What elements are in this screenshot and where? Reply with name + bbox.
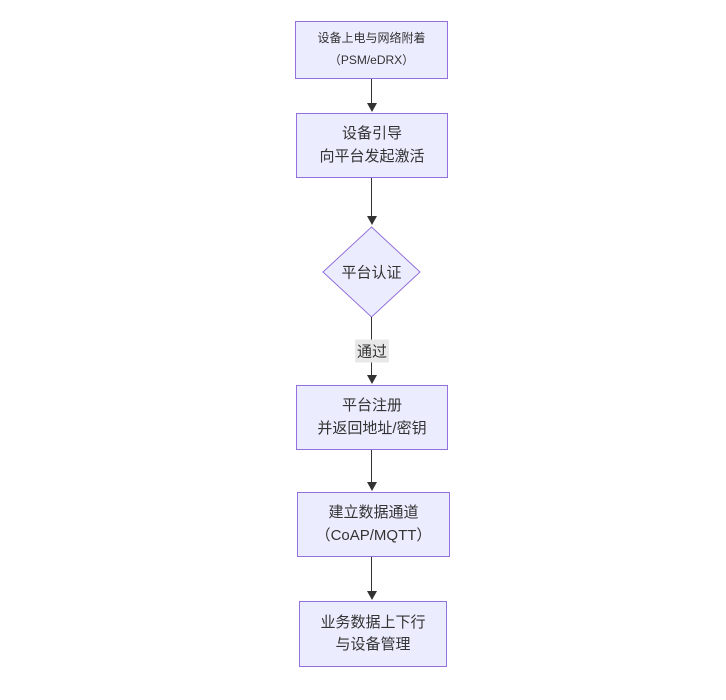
node-power-attach-line1: 设备上电与网络附着 <box>317 31 426 46</box>
edge-line <box>371 79 372 105</box>
node-bootstrap-line2: 向平台发起激活 <box>319 147 425 165</box>
edge-line <box>371 178 372 218</box>
node-platform-register-line2: 并返回地址/密钥 <box>317 419 427 437</box>
arrowhead-down-icon <box>367 216 377 225</box>
node-data-channel-line2: （CoAP/MQTT） <box>315 526 432 544</box>
node-power-attach-line2: （PSM/eDRX） <box>328 53 415 67</box>
node-business-line1: 业务数据上下行 <box>320 613 426 631</box>
node-business: 业务数据上下行 与设备管理 <box>299 601 447 667</box>
arrowhead-down-icon <box>367 482 377 491</box>
node-platform-auth: 平台认证 <box>322 226 421 318</box>
node-power-attach: 设备上电与网络附着 （PSM/eDRX） <box>295 21 448 79</box>
node-platform-register-line1: 平台注册 <box>341 397 402 414</box>
node-platform-register: 平台注册 并返回地址/密钥 <box>296 385 448 450</box>
edge-label-pass: 通过 <box>354 339 390 363</box>
arrowhead-down-icon <box>367 103 377 112</box>
node-data-channel-line1: 建立数据通道 <box>328 504 419 521</box>
node-business-line2: 与设备管理 <box>335 636 411 653</box>
node-data-channel: 建立数据通道 （CoAP/MQTT） <box>297 492 450 557</box>
node-platform-auth-label: 平台认证 <box>341 264 402 282</box>
arrowhead-down-icon <box>367 375 377 384</box>
arrowhead-down-icon <box>367 591 377 600</box>
edge-line <box>371 557 372 593</box>
node-bootstrap: 设备引导 向平台发起激活 <box>296 113 448 178</box>
node-bootstrap-line1: 设备引导 <box>341 125 402 142</box>
edge-line <box>371 450 372 484</box>
